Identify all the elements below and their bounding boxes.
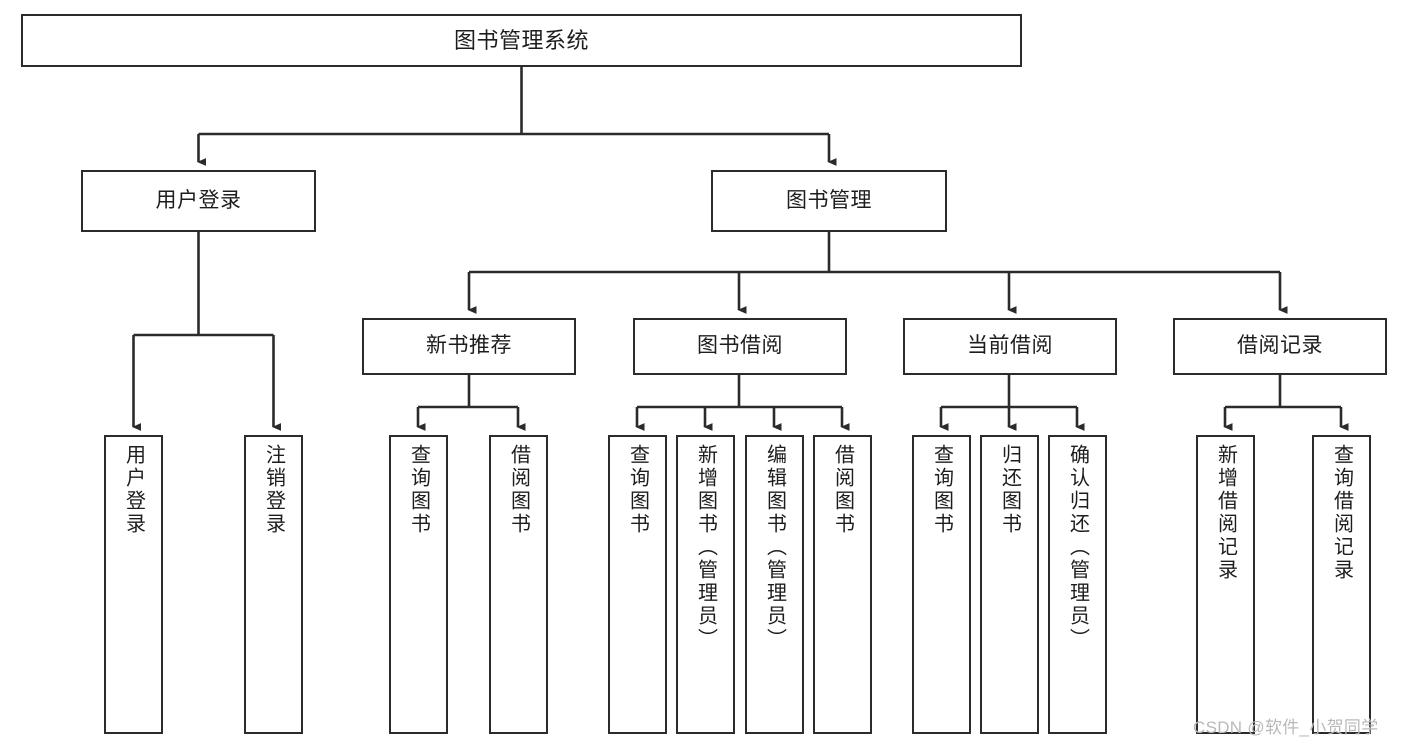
node-leaf-add-record[interactable]: 新增借阅记录 [1196, 435, 1255, 734]
node-new-book-recommend-label: 新书推荐 [426, 334, 512, 358]
node-leaf-query-book-3[interactable]: 查询图书 [912, 435, 971, 734]
node-leaf-query-record[interactable]: 查询借阅记录 [1312, 435, 1371, 734]
node-leaf-edit-book-label: 编辑图书（管理员） [763, 444, 786, 651]
node-book-borrow[interactable]: 图书借阅 [633, 318, 847, 375]
node-leaf-confirm-return[interactable]: 确认归还（管理员） [1048, 435, 1107, 734]
node-leaf-add-book-label: 新增图书（管理员） [694, 444, 717, 651]
node-leaf-user-logout[interactable]: 注销登录 [244, 435, 303, 734]
node-borrow-record-label: 借阅记录 [1237, 334, 1323, 358]
node-current-borrow-label: 当前借阅 [967, 334, 1053, 358]
node-root[interactable]: 图书管理系统 [21, 14, 1022, 67]
node-current-borrow[interactable]: 当前借阅 [903, 318, 1117, 375]
node-leaf-borrow-book-1[interactable]: 借阅图书 [489, 435, 548, 734]
node-leaf-borrow-book-2-label: 借阅图书 [831, 444, 854, 536]
node-leaf-query-record-label: 查询借阅记录 [1330, 444, 1353, 582]
node-leaf-user-login[interactable]: 用户登录 [104, 435, 163, 734]
node-user-login[interactable]: 用户登录 [81, 170, 316, 232]
node-leaf-user-logout-label: 注销登录 [262, 444, 285, 536]
node-book-borrow-label: 图书借阅 [697, 334, 783, 358]
node-leaf-query-book-2-label: 查询图书 [626, 444, 649, 536]
node-book-manage[interactable]: 图书管理 [711, 170, 947, 232]
node-borrow-record[interactable]: 借阅记录 [1173, 318, 1387, 375]
node-leaf-user-login-label: 用户登录 [122, 444, 145, 536]
node-leaf-borrow-book-2[interactable]: 借阅图书 [813, 435, 872, 734]
node-new-book-recommend[interactable]: 新书推荐 [362, 318, 576, 375]
node-root-label: 图书管理系统 [453, 27, 589, 53]
node-leaf-query-book-1[interactable]: 查询图书 [389, 435, 448, 734]
node-user-login-label: 用户登录 [155, 188, 242, 212]
node-leaf-query-book-1-label: 查询图书 [407, 444, 430, 536]
node-leaf-borrow-book-1-label: 借阅图书 [507, 444, 530, 536]
node-leaf-add-record-label: 新增借阅记录 [1214, 444, 1237, 582]
node-leaf-add-book[interactable]: 新增图书（管理员） [676, 435, 735, 734]
node-leaf-edit-book[interactable]: 编辑图书（管理员） [745, 435, 804, 734]
node-leaf-return-book[interactable]: 归还图书 [980, 435, 1039, 734]
node-book-manage-label: 图书管理 [786, 188, 872, 212]
node-leaf-return-book-label: 归还图书 [998, 444, 1021, 536]
watermark: CSDN @软件_小贺同学 [1193, 718, 1379, 737]
node-leaf-confirm-return-label: 确认归还（管理员） [1066, 444, 1089, 651]
node-leaf-query-book-3-label: 查询图书 [930, 444, 953, 536]
node-leaf-query-book-2[interactable]: 查询图书 [608, 435, 667, 734]
